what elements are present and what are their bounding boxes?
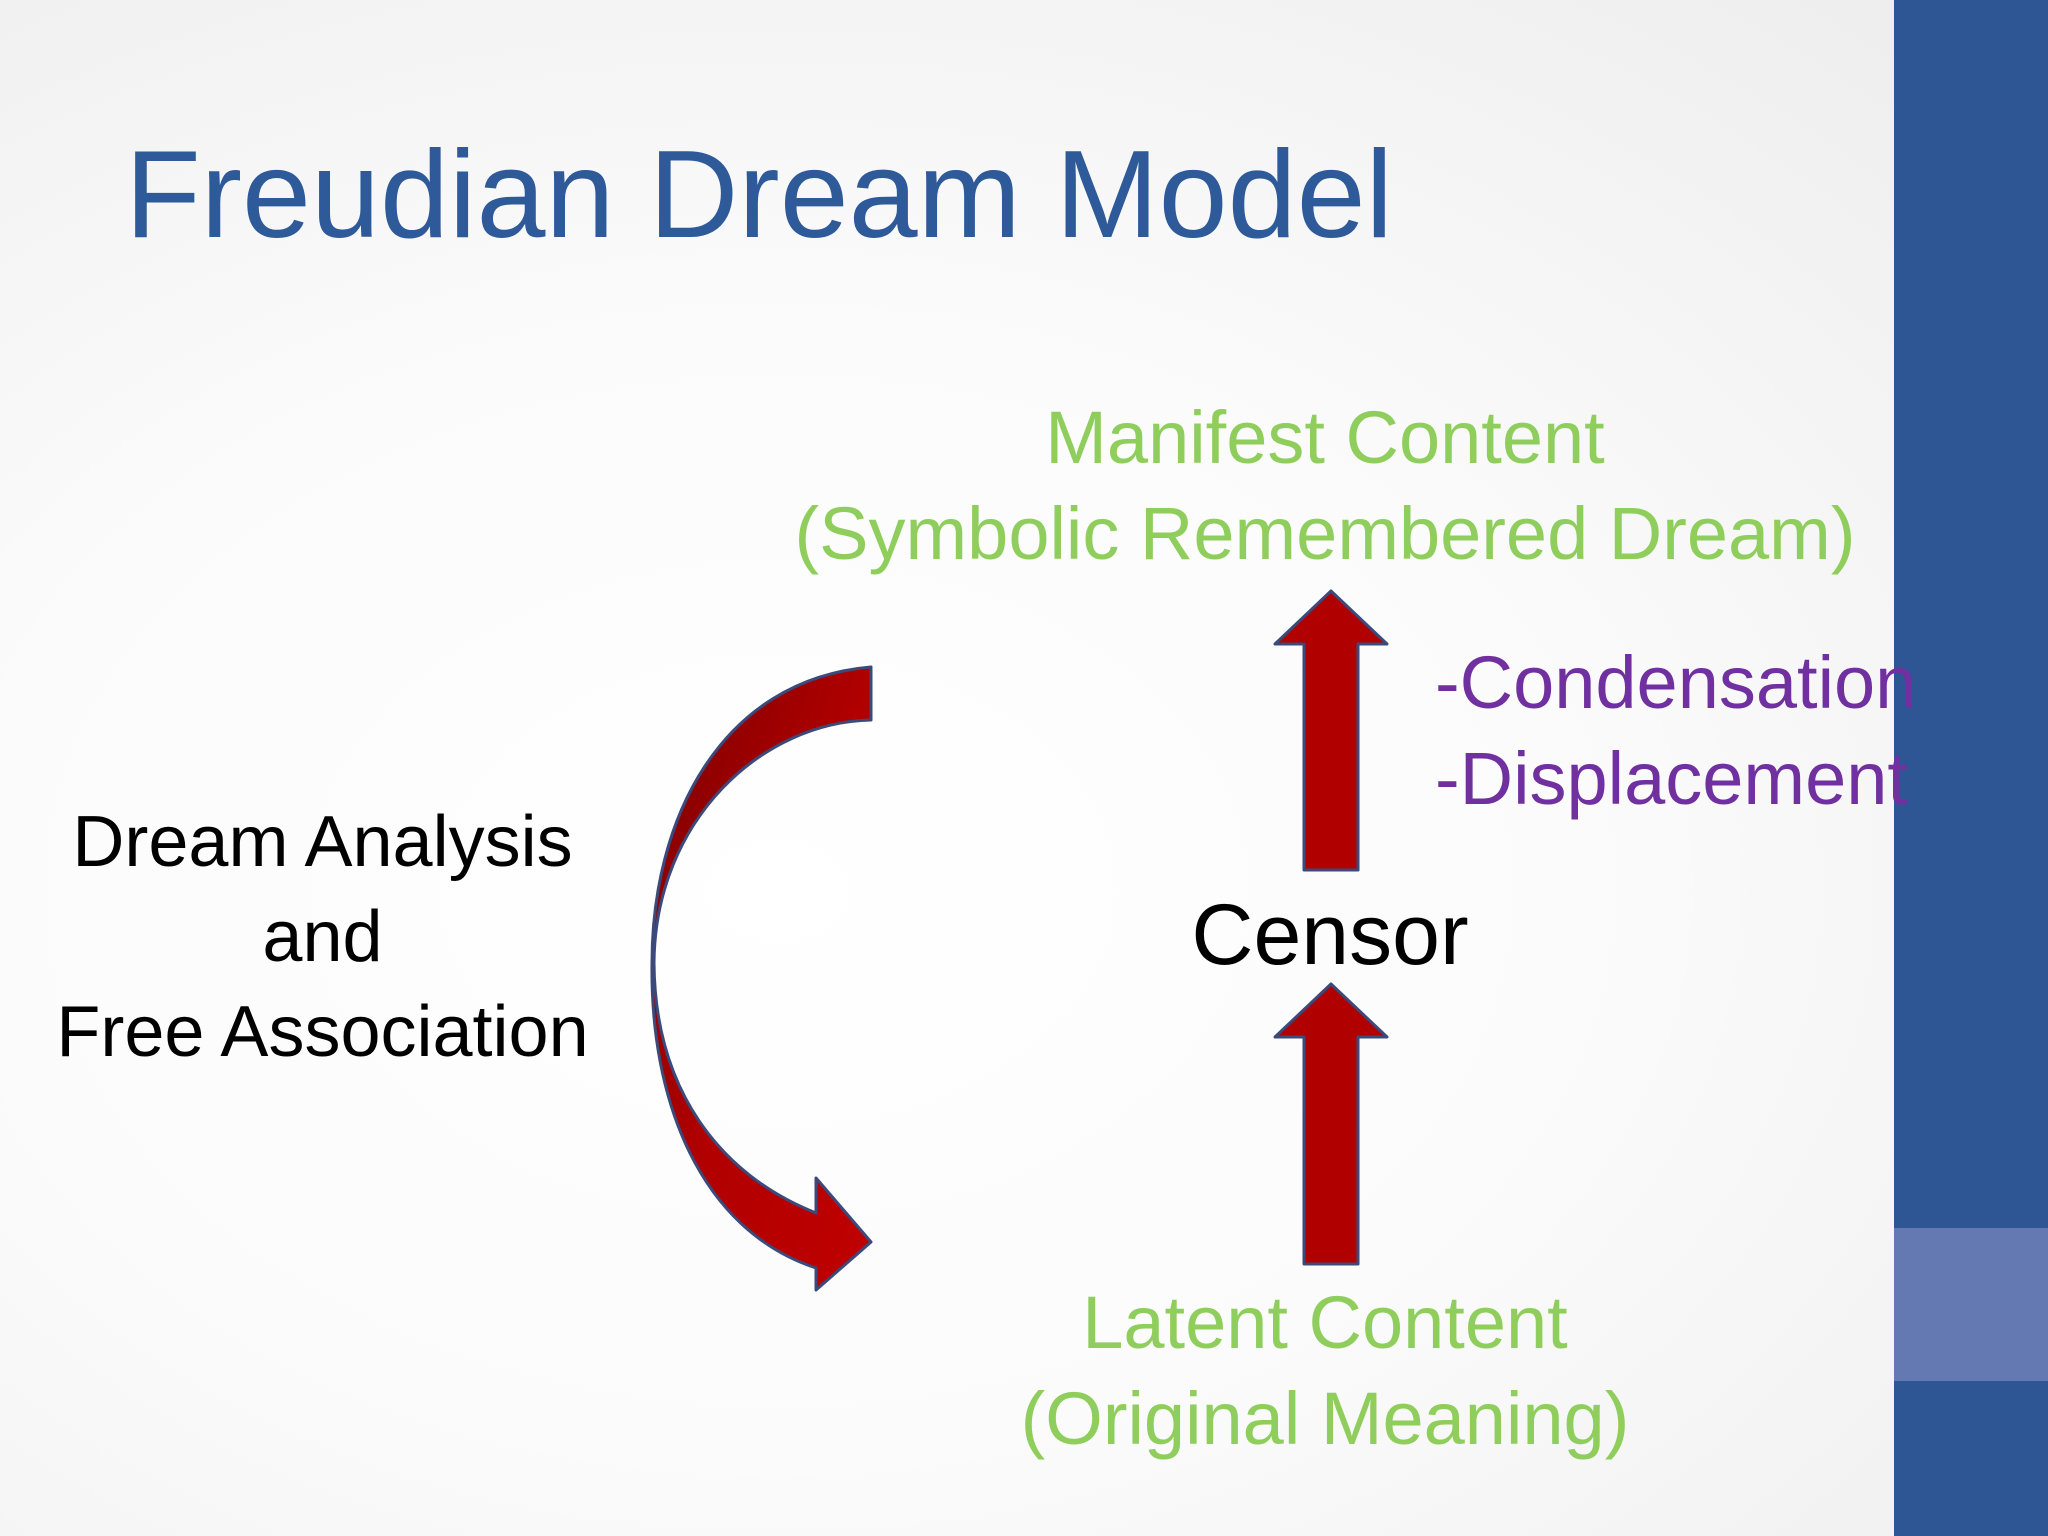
latent-subtitle: (Original Meaning): [1020, 1377, 1630, 1460]
censor-label: Censor: [1191, 887, 1469, 983]
process-displacement: -Displacement: [1435, 737, 1908, 820]
analysis-line-3: Free Association: [56, 992, 589, 1072]
latent-content-label: Latent Content (Original Meaning): [880, 1275, 1770, 1467]
censor-processes-list: -Condensation -Displacement: [1435, 635, 1916, 827]
slide-title: Freudian Dream Model: [125, 126, 1394, 264]
side-decoration-block: [1894, 1228, 2048, 1381]
curved-analysis-arrow: [650, 665, 873, 1292]
dream-analysis-label: Dream Analysis and Free Association: [10, 795, 635, 1080]
latent-title: Latent Content: [1082, 1281, 1568, 1364]
analysis-line-2: and: [262, 897, 383, 977]
upward-arrow-to-manifest: [1273, 589, 1389, 872]
upward-arrow-to-censor: [1273, 982, 1389, 1266]
manifest-subtitle: (Symbolic Remembered Dream): [794, 492, 1856, 575]
manifest-content-label: Manifest Content (Symbolic Remembered Dr…: [720, 390, 1930, 582]
manifest-title: Manifest Content: [1045, 396, 1605, 479]
process-condensation: -Condensation: [1435, 641, 1917, 724]
analysis-line-1: Dream Analysis: [72, 802, 573, 882]
